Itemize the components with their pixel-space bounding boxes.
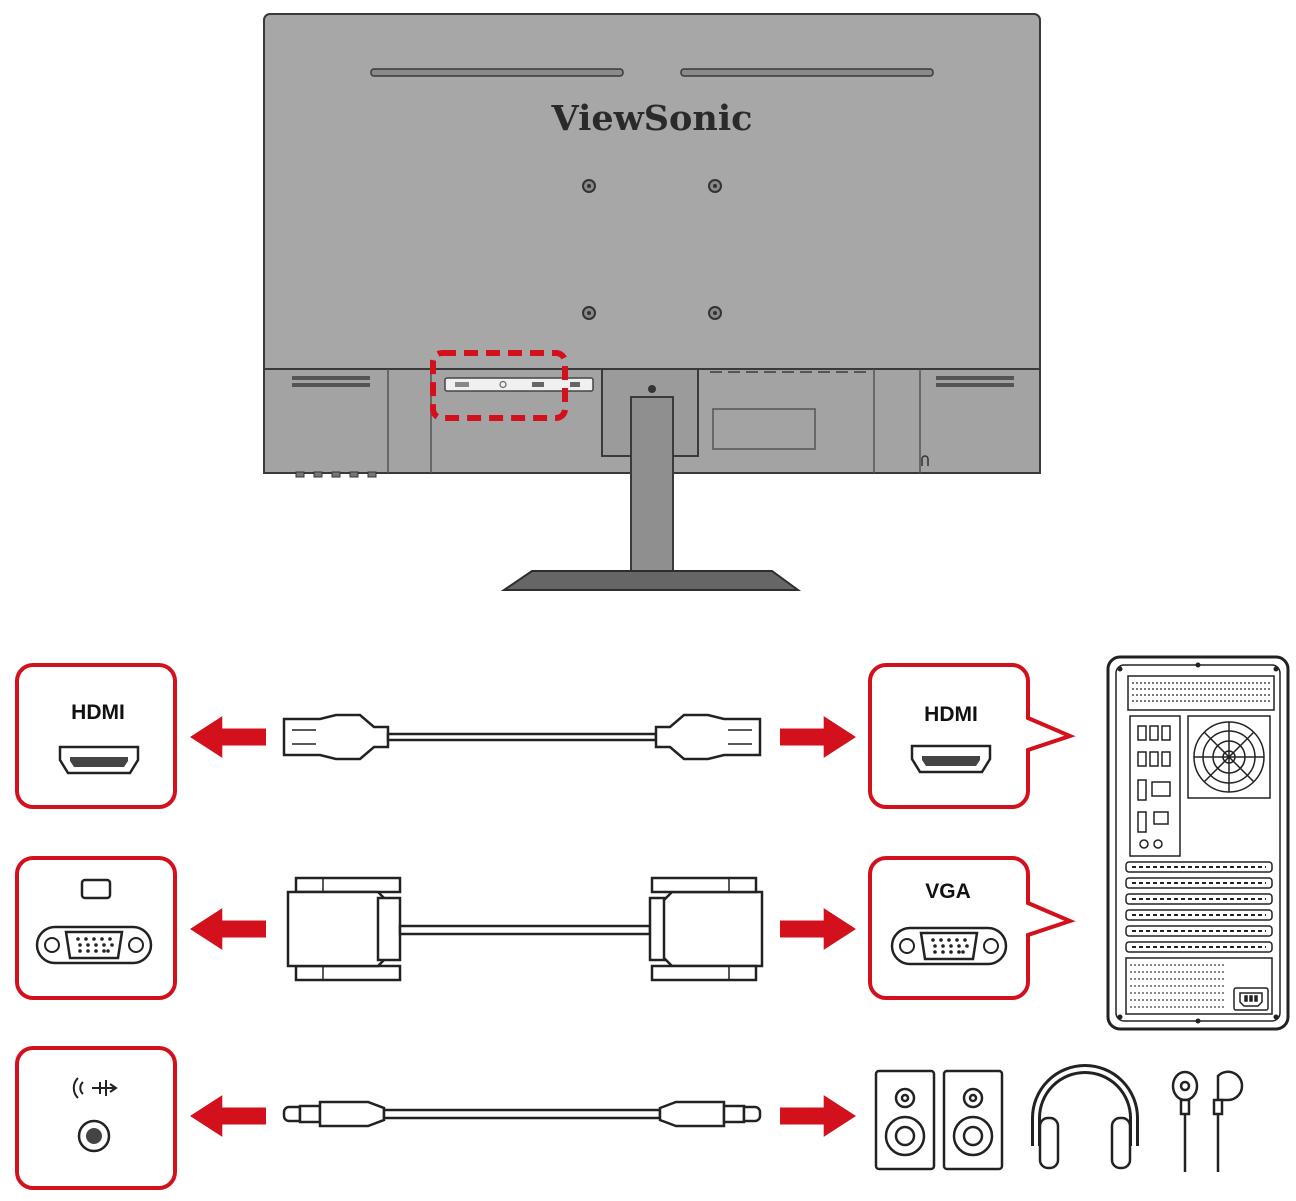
kensington-lock-icon xyxy=(921,455,929,466)
earphones-icon xyxy=(1171,1070,1244,1172)
desktop-pc-tower-icon xyxy=(1106,655,1290,1031)
pc-hdmi-port-label: HDMI xyxy=(924,703,978,726)
monitor-audio-port-box xyxy=(15,1046,177,1190)
pc-vga-port-label: VGA xyxy=(925,880,971,903)
arrow-to-audio-devices xyxy=(780,1095,856,1137)
hdmi-port-icon xyxy=(58,745,140,775)
headphones-icon xyxy=(1031,1064,1139,1170)
hdmi-cable xyxy=(282,713,762,761)
hdmi-port-icon xyxy=(910,744,992,774)
bottom-buttons xyxy=(295,471,377,478)
speaker-grille-left xyxy=(292,376,370,387)
arrow-to-pc-vga xyxy=(780,908,856,950)
vent-slot-right xyxy=(680,68,934,77)
audio-connection-row xyxy=(15,1046,1244,1190)
audio-out-icon xyxy=(72,1077,118,1099)
arrow-to-monitor-hdmi xyxy=(190,716,266,758)
vga-cable xyxy=(286,876,764,982)
speaker-grille-right xyxy=(936,376,1014,387)
audio-jack-icon xyxy=(77,1119,111,1153)
vga-connection-row: VGA xyxy=(15,856,1076,1000)
monitor-rear-view: ViewSonic xyxy=(263,13,1041,591)
monitor-hdmi-port-label: HDMI xyxy=(71,701,125,724)
io-ports-highlight xyxy=(430,350,568,421)
speakers-icon xyxy=(874,1069,1004,1171)
monitor-hdmi-port-box xyxy=(15,663,177,809)
vga-port-icon xyxy=(35,925,153,965)
arrow-to-monitor-audio xyxy=(190,1095,266,1137)
label-area xyxy=(712,408,816,450)
pc-hdmi-port-callout xyxy=(868,663,1076,809)
arrow-to-pc-hdmi xyxy=(780,716,856,758)
audio-cable xyxy=(282,1100,762,1128)
arrow-to-monitor-vga xyxy=(190,908,266,950)
stand-neck xyxy=(630,396,674,573)
vga-port-icon xyxy=(890,926,1008,966)
stand-base xyxy=(500,570,802,591)
vent-slot-left xyxy=(370,68,624,77)
vga-port-symbol-icon xyxy=(80,878,112,900)
io-port-strip xyxy=(444,377,594,392)
power-socket-icon xyxy=(1233,987,1269,1011)
brand-logo: ViewSonic xyxy=(551,98,753,139)
hdmi-connection-row: HDMI HDMI xyxy=(15,663,1076,809)
